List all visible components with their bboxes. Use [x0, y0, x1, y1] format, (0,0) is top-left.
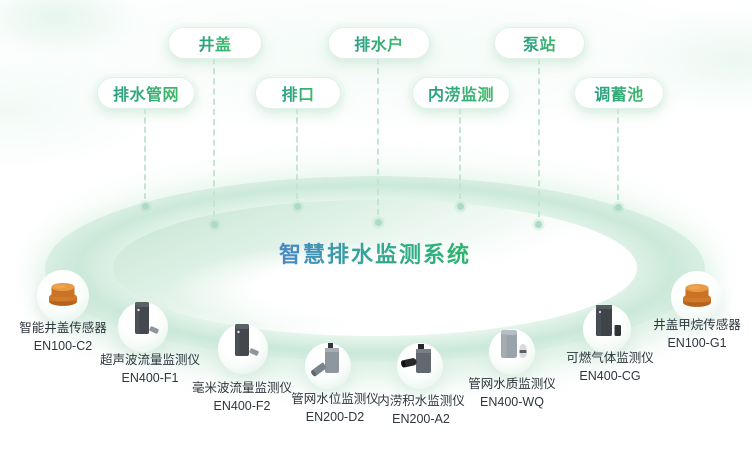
mmwave-flow-monitor-icon — [223, 321, 263, 363]
product-model: EN100-G1 — [667, 335, 727, 350]
tag-label: 排口 — [281, 81, 314, 105]
connector-line — [377, 58, 379, 215]
tag-label: 泵站 — [523, 31, 556, 55]
connector-line — [459, 108, 461, 199]
product-label: 井盖甲烷传感器 EN100-G1 — [653, 317, 741, 352]
connector-dot — [293, 203, 301, 210]
tag-label: 调蓄池 — [594, 81, 644, 105]
product-model: EN100-C2 — [33, 338, 93, 353]
product-name: 可燃气体监测仪 — [566, 351, 654, 365]
tag-label: 排水管网 — [113, 81, 179, 105]
waterlogging-monitor-icon — [399, 340, 441, 380]
tag-pill-drainage-network: 排水管网 — [97, 77, 195, 109]
tag-label: 井盖 — [198, 31, 231, 55]
manhole-cover-sensor-icon — [43, 274, 83, 308]
product-label: 管网水位监测仪 EN200-D2 — [291, 391, 379, 426]
methane-sensor-icon — [677, 275, 717, 309]
connector-dot — [535, 221, 542, 228]
platform-core-highlight — [170, 237, 590, 331]
product-label: 可燃气体监测仪 EN400-CG — [566, 350, 654, 385]
water-level-monitor-icon — [307, 340, 349, 380]
tag-pill-pump-station: 泵站 — [494, 27, 585, 59]
tag-pill-waterlogging-monitoring: 内涝监测 — [412, 77, 510, 109]
combustible-gas-monitor-icon — [587, 301, 627, 343]
tag-label: 内涝监测 — [428, 81, 494, 105]
product-label: 超声波流量监测仪 EN400-F1 — [100, 352, 200, 387]
product-name: 管网水质监测仪 — [468, 377, 556, 391]
product-name: 井盖甲烷传感器 — [653, 318, 741, 332]
product-model: EN400-CG — [579, 368, 641, 383]
product-model: EN200-D2 — [305, 409, 365, 424]
product-model: EN400-WQ — [480, 394, 544, 409]
connector-dot — [614, 204, 622, 211]
product-name: 超声波流量监测仪 — [99, 353, 201, 367]
product-name: 毫米波流量监测仪 — [191, 381, 293, 395]
diagram-title: 智慧排水监测系统 — [279, 237, 471, 269]
product-model: EN200-A2 — [392, 411, 450, 426]
connector-dot — [456, 203, 464, 210]
connector-line — [144, 108, 146, 199]
product-name: 管网水位监测仪 — [291, 392, 379, 406]
product-model: EN400-F2 — [213, 398, 271, 413]
tag-pill-drainage-user: 排水户 — [328, 27, 430, 59]
connector-line — [538, 58, 540, 217]
tag-pill-outfall: 排口 — [255, 77, 341, 109]
product-label: 智能井盖传感器 EN100-C2 — [19, 320, 107, 355]
tag-pill-storage-tank: 调蓄池 — [574, 77, 664, 109]
product-label: 内涝积水监测仪 EN200-A2 — [377, 393, 465, 428]
ultrasonic-flow-monitor-icon — [123, 299, 163, 341]
connector-line — [296, 108, 298, 199]
water-quality-monitor-icon — [491, 326, 533, 366]
product-label: 管网水质监测仪 EN400-WQ — [468, 376, 556, 411]
tag-pill-manhole-cover: 井盖 — [168, 27, 262, 59]
connector-dot — [374, 219, 382, 226]
connector-line — [213, 58, 215, 217]
connector-line — [617, 108, 619, 200]
tag-label: 排水户 — [354, 31, 404, 55]
product-name: 智能井盖传感器 — [19, 321, 107, 335]
product-name: 内涝积水监测仪 — [377, 394, 465, 408]
product-model: EN400-F1 — [121, 370, 179, 385]
connector-dot — [210, 221, 218, 228]
product-label: 毫米波流量监测仪 EN400-F2 — [192, 380, 292, 415]
connector-dot — [141, 203, 149, 210]
